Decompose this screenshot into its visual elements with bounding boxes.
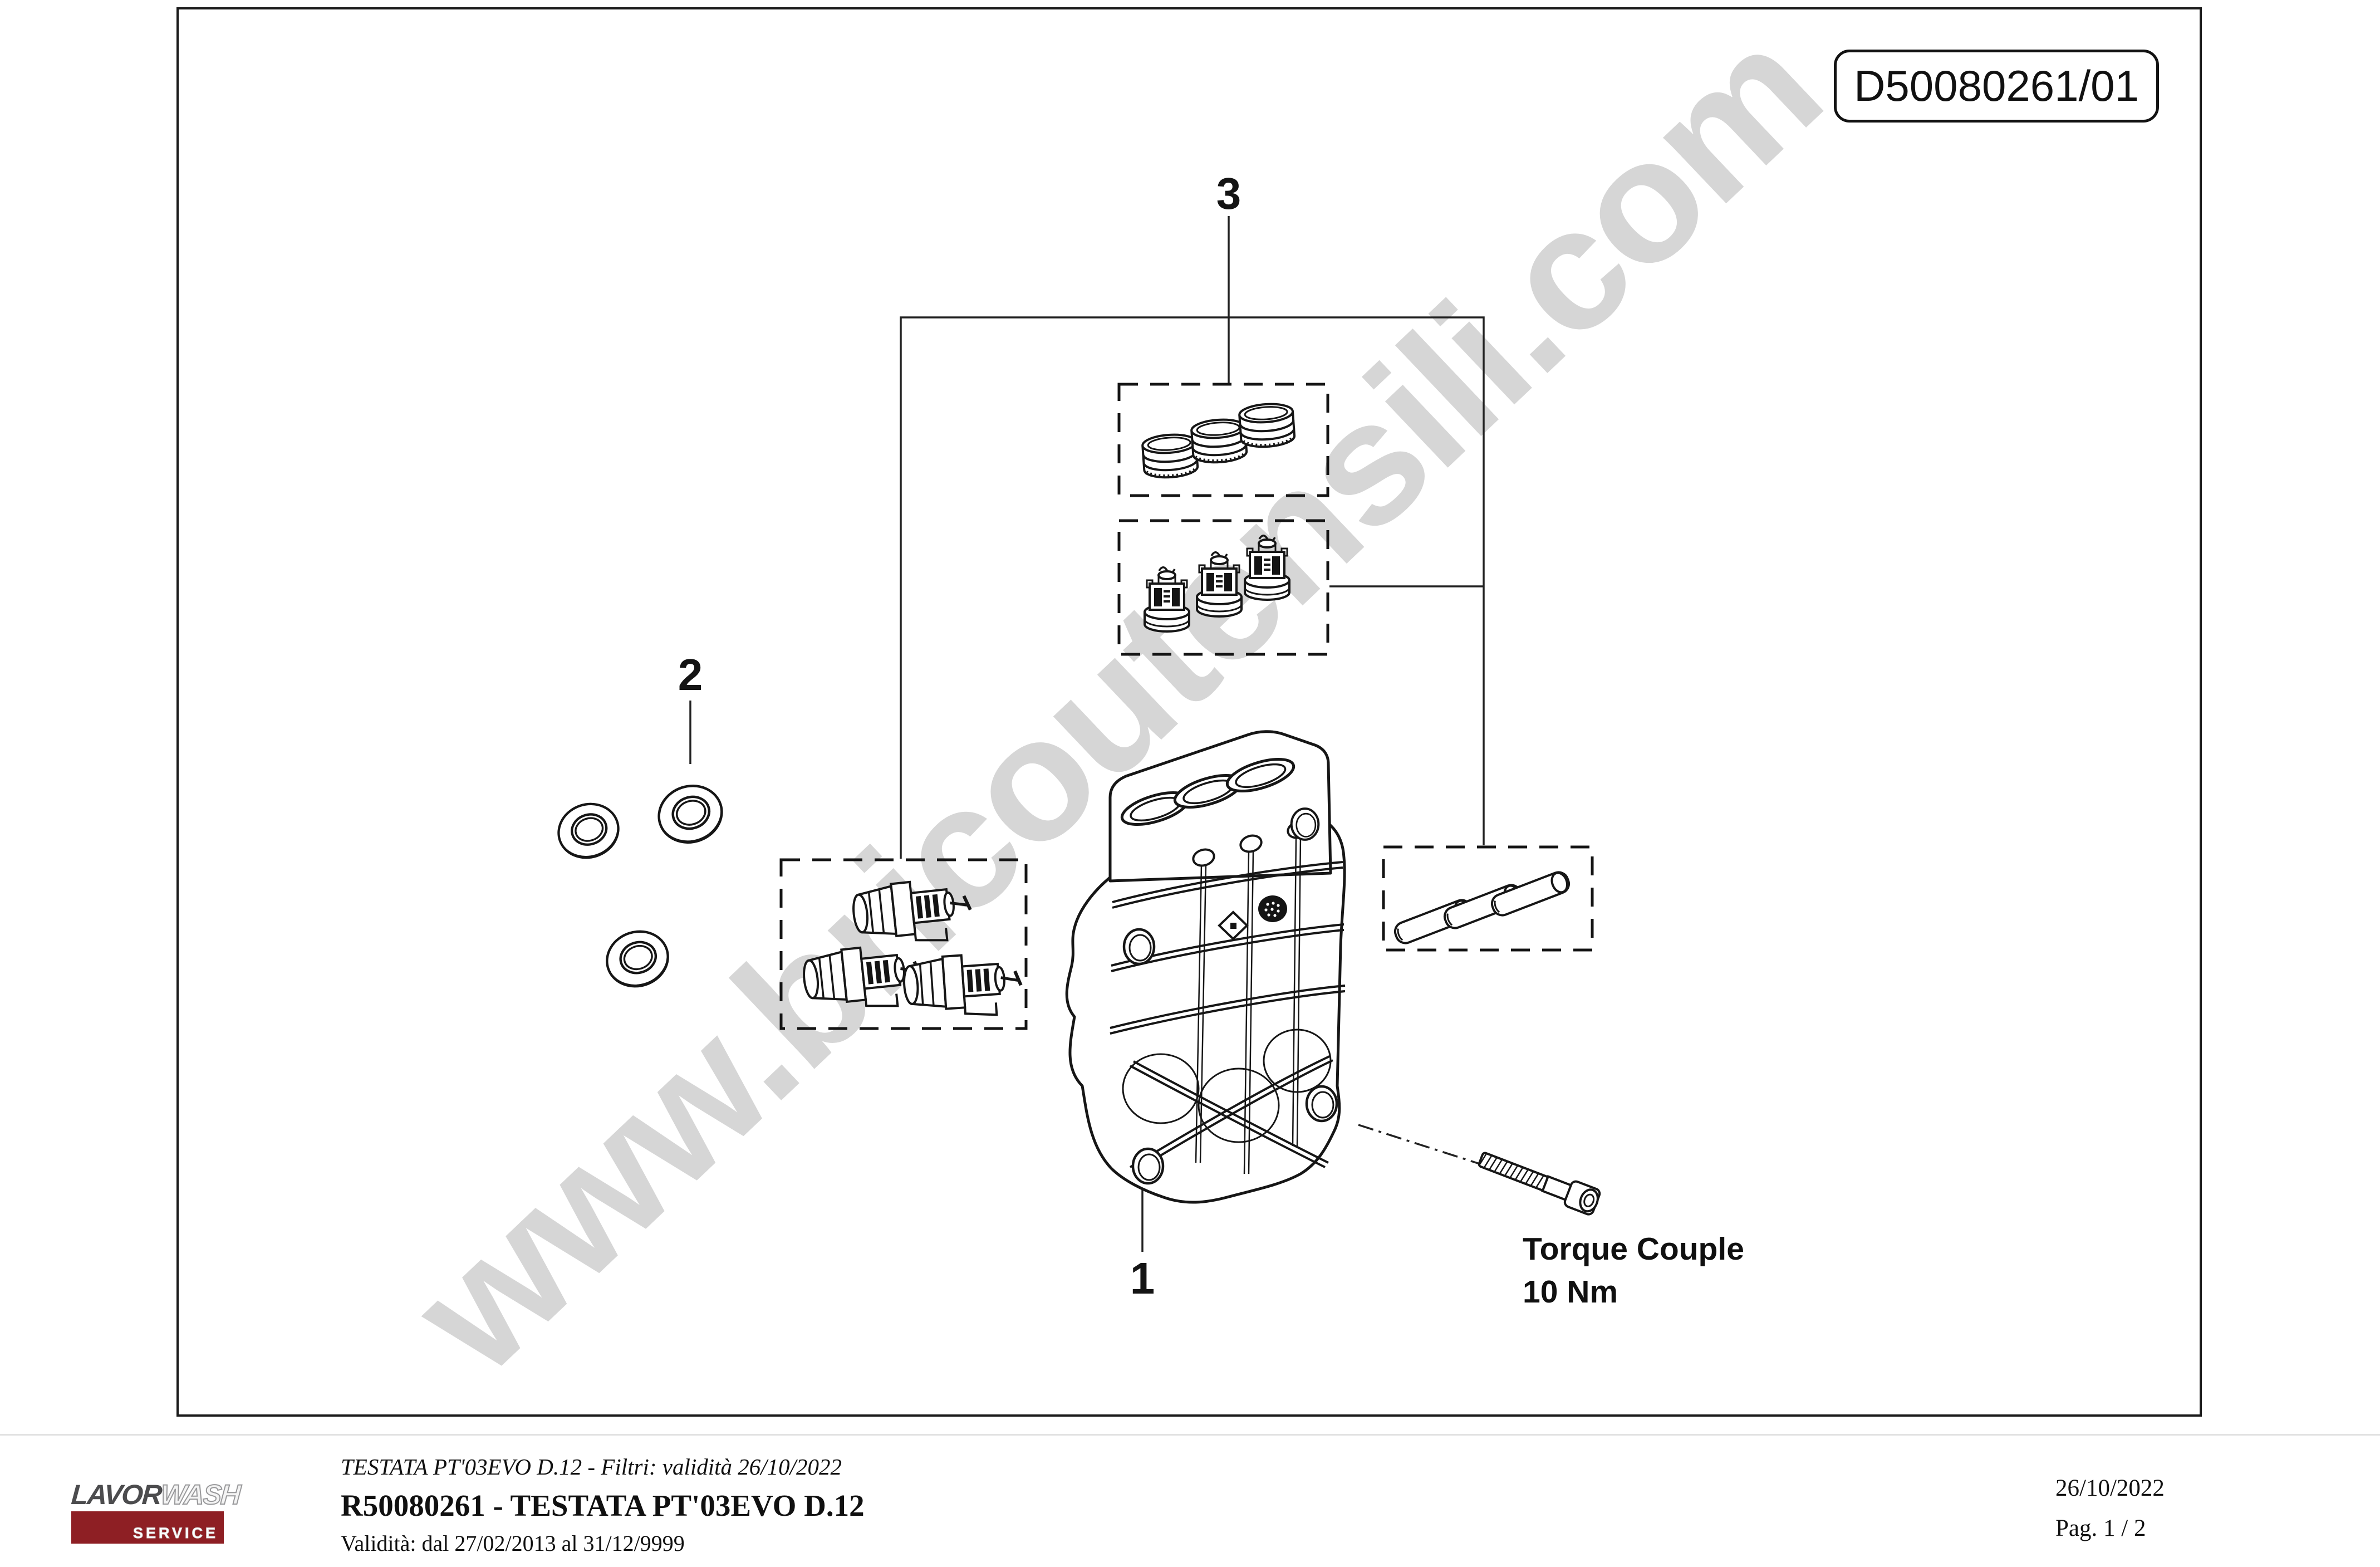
logo-red-bar: SERVICE <box>71 1511 224 1544</box>
drawing-number-badge: D50080261/01 <box>1834 50 2159 123</box>
valve-cartridges-box <box>779 858 1028 1030</box>
logo-wordmark: LAVORWASH <box>70 1478 241 1511</box>
footer-date: 26/10/2022 <box>2055 1475 2165 1501</box>
callout-2-orings: 2 <box>678 650 703 699</box>
knurled-plug <box>1258 895 1287 922</box>
footer-divider <box>0 1434 2380 1436</box>
drawing-number: D50080261/01 <box>1854 61 2139 110</box>
callout-1-pump-head: 1 <box>1130 1253 1155 1303</box>
callout-3-valve-kit: 3 <box>1216 169 1241 218</box>
torque-line2: 10 Nm <box>1523 1274 1618 1310</box>
small-valves-box <box>1117 519 1329 656</box>
pins-group <box>1391 868 1573 947</box>
watermark-text: www.bricoutensili.com <box>375 0 1854 1411</box>
bolt-axis-leader <box>1358 1124 1484 1166</box>
callout-leader-lines <box>689 216 1485 1252</box>
pump-head-drawing <box>1065 730 1346 1204</box>
footer-validity: Validità: dal 27/02/2013 al 31/12/9999 <box>341 1531 685 1556</box>
kit-group-boxes <box>779 383 1594 1030</box>
footer-text-block: TESTATA PT'03EVO D.12 - Filtri: validità… <box>341 1453 865 1556</box>
logo-brand2: WASH <box>159 1478 241 1511</box>
torque-line1: Torque Couple <box>1523 1231 1744 1267</box>
logo-service-label: SERVICE <box>133 1524 218 1541</box>
pins-box <box>1382 845 1594 952</box>
torque-bolt-drawing <box>1478 1152 1601 1216</box>
logo-brand1: LAVOR <box>70 1479 162 1510</box>
footer-title: R50080261 - TESTATA PT'03EVO D.12 <box>341 1488 865 1522</box>
caps-box <box>1117 383 1329 497</box>
torque-note: Torque Couple 10 Nm <box>1523 1228 1744 1314</box>
footer-subtitle: TESTATA PT'03EVO D.12 - Filtri: validità… <box>341 1454 842 1480</box>
lavorwash-service-logo: LAVORWASH SERVICE <box>70 1478 241 1544</box>
footer-page-number: Pag. 1 / 2 <box>2055 1515 2146 1541</box>
